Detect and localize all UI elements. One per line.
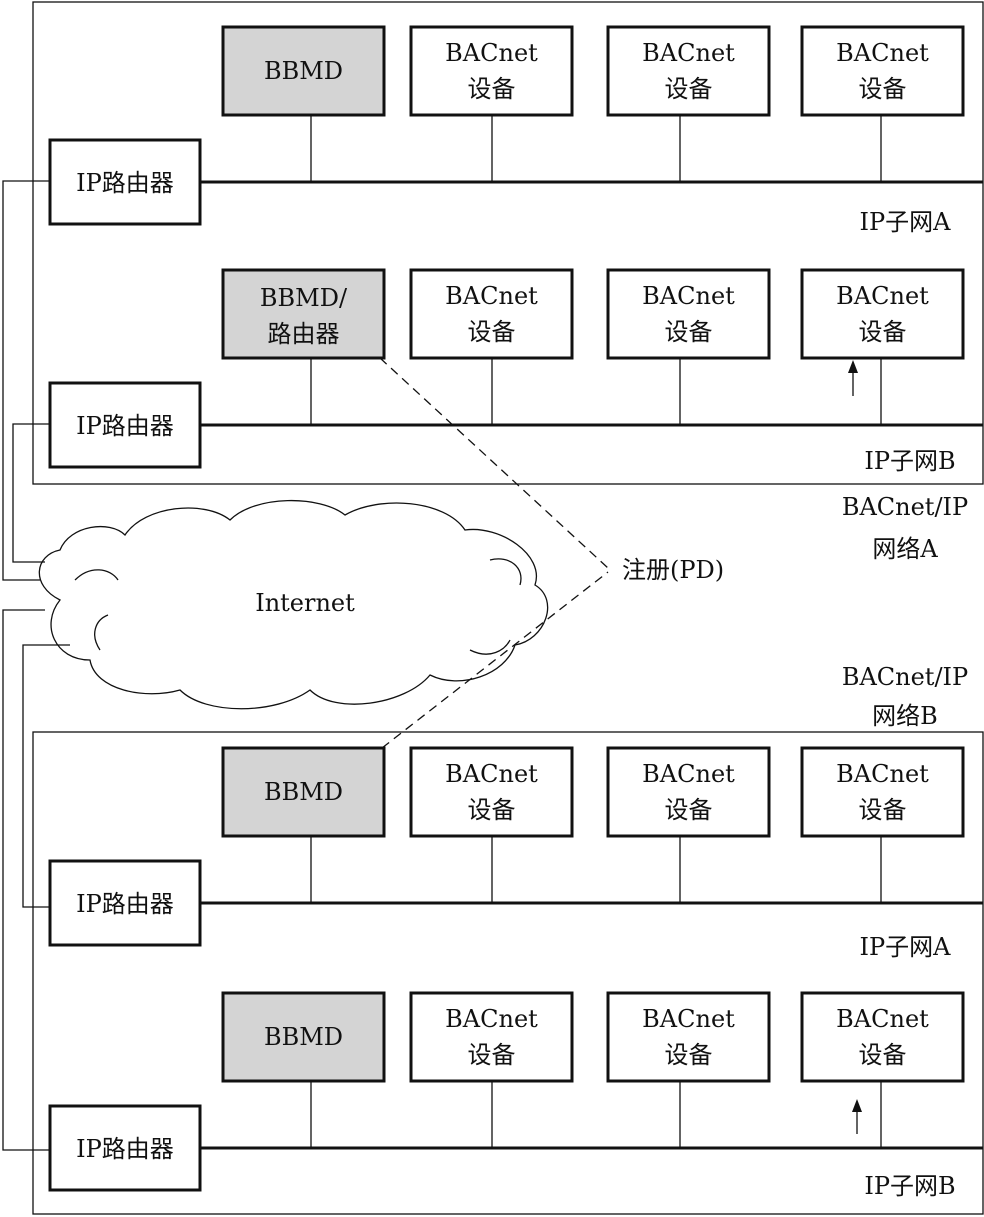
net0-sub0-device-label-1-2: BACnet bbox=[836, 39, 929, 67]
net1-sub1-device-label-2-2: 设备 bbox=[859, 1041, 907, 1069]
net1-sub1-device-label-1-0: BACnet bbox=[445, 1005, 538, 1033]
net0-sub1-device-box-2 bbox=[800, 268, 965, 360]
net0-sub1-label: IP子网B bbox=[864, 447, 955, 475]
net1-sub0-bbmd-box bbox=[221, 746, 386, 838]
net1-sub1-label: IP子网B bbox=[864, 1172, 955, 1200]
network-b-label-line1: BACnet/IP bbox=[842, 663, 968, 691]
network-b-label-line2: 网络B bbox=[872, 702, 938, 730]
cloud-label: Internet bbox=[255, 589, 355, 617]
network-a-label-line2: 网络A bbox=[872, 535, 938, 563]
net0-sub1-device-label-2-2: 设备 bbox=[859, 318, 907, 346]
net0-sub0-device-box-0 bbox=[409, 25, 574, 117]
net1-sub0-device-box-2 bbox=[800, 746, 965, 838]
net0-sub0-device-label-1-0: BACnet bbox=[445, 39, 538, 67]
registration-lines bbox=[379, 357, 609, 749]
net1-sub0-device-label-2-1: 设备 bbox=[665, 796, 713, 824]
network-b-frame bbox=[32, 731, 984, 1215]
net0-sub1-device-label-1-2: BACnet bbox=[836, 282, 929, 310]
net0-sub0-device-label-2-2: 设备 bbox=[859, 75, 907, 103]
net1-sub1-bbmd-box bbox=[221, 991, 386, 1083]
net0-sub1-device-label-2-0: 设备 bbox=[468, 318, 516, 346]
net1-sub0-device-label-1-0: BACnet bbox=[445, 760, 538, 788]
net0-sub1-router-label: IP路由器 bbox=[76, 412, 174, 440]
network-a-label-line1: BACnet/IP bbox=[842, 493, 968, 521]
net0-sub0-device-box-1 bbox=[606, 25, 771, 117]
net0-sub0-router-box bbox=[48, 138, 202, 226]
net1-sub0-router-label: IP路由器 bbox=[76, 890, 174, 918]
net1-sub1-device-box-1 bbox=[606, 991, 771, 1083]
net1-sub1-device-label-2-0: 设备 bbox=[468, 1041, 516, 1069]
net1-sub0-device-label-2-2: 设备 bbox=[859, 796, 907, 824]
net0-sub1-device-label-1-1: BACnet bbox=[642, 282, 735, 310]
net1-sub1-bbmd-label: BBMD bbox=[264, 1023, 343, 1051]
arrows bbox=[848, 360, 862, 1134]
net0-sub0-bbmd-box bbox=[221, 25, 386, 117]
net1-sub1-device-label-1-2: BACnet bbox=[836, 1005, 929, 1033]
registration-label: 注册(PD) bbox=[622, 556, 724, 584]
net1-sub1-device-box-2 bbox=[800, 991, 965, 1083]
subnet-layer: IP路由器 BBMD BACnet 设备 BACnet 设备 BACnet 设备 IP子网A IP… bbox=[48, 25, 983, 1200]
net0-sub1-bbmd-label-1: BBMD/ bbox=[260, 284, 348, 312]
net0-sub0-device-label-2-1: 设备 bbox=[665, 75, 713, 103]
internet-cloud bbox=[38, 499, 549, 710]
net1-sub0-device-label-1-2: BACnet bbox=[836, 760, 929, 788]
router-links bbox=[2, 180, 70, 1151]
net0-sub1-bbmd-label-2: 路由器 bbox=[268, 320, 340, 348]
net1-sub0-router-box bbox=[48, 859, 202, 947]
net0-sub1-router-box bbox=[48, 381, 202, 469]
net1-sub0-device-label-2-0: 设备 bbox=[468, 796, 516, 824]
net0-sub1-device-box-0 bbox=[409, 268, 574, 360]
network-a-frame bbox=[32, 1, 984, 485]
net1-sub0-bbmd-label: BBMD bbox=[264, 778, 343, 806]
net0-sub1-device-label-2-1: 设备 bbox=[665, 318, 713, 346]
net1-sub0-device-box-1 bbox=[606, 746, 771, 838]
net0-sub1-device-label-1-0: BACnet bbox=[445, 282, 538, 310]
net0-sub0-device-box-2 bbox=[800, 25, 965, 117]
net1-sub0-label: IP子网A bbox=[860, 933, 952, 961]
net1-sub1-router-label: IP路由器 bbox=[76, 1135, 174, 1163]
net0-sub0-router-label: IP路由器 bbox=[76, 169, 174, 197]
net1-sub0-device-label-1-1: BACnet bbox=[642, 760, 735, 788]
net1-sub1-device-label-1-1: BACnet bbox=[642, 1005, 735, 1033]
net0-sub1-device-box-1 bbox=[606, 268, 771, 360]
net0-sub0-device-label-1-1: BACnet bbox=[642, 39, 735, 67]
net0-sub0-label: IP子网A bbox=[860, 208, 952, 236]
net0-sub1-bbmd-box bbox=[221, 268, 386, 360]
net0-sub0-device-label-2-0: 设备 bbox=[468, 75, 516, 103]
net1-sub1-device-label-2-1: 设备 bbox=[665, 1041, 713, 1069]
net0-sub0-bbmd-label: BBMD bbox=[264, 57, 343, 85]
net1-sub1-router-box bbox=[48, 1104, 202, 1192]
